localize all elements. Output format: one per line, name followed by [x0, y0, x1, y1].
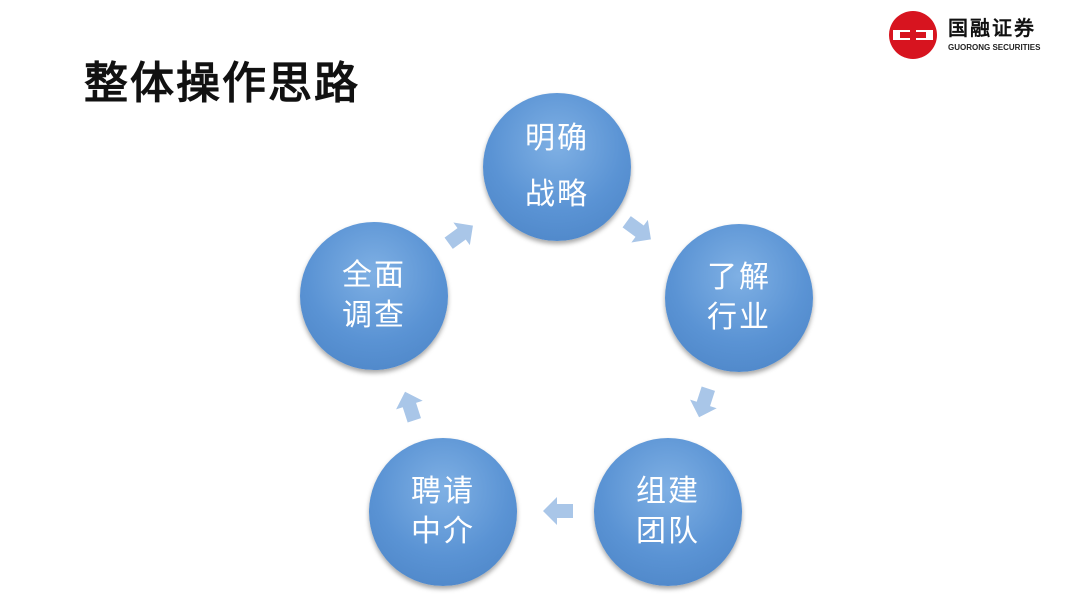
- cycle-node-strategy: 明确 战略: [483, 93, 631, 241]
- arrow-intermediary-to-investigation: [396, 391, 423, 423]
- node-line: 聘请: [411, 474, 475, 509]
- node-line: 明确: [525, 121, 589, 156]
- node-line: 了解: [707, 260, 771, 295]
- arrow-team-to-intermediary: [543, 497, 573, 525]
- arrow-strategy-to-industry: [622, 216, 651, 243]
- node-line: 全面: [342, 258, 406, 293]
- arrow-industry-to-team: [690, 386, 717, 418]
- cycle-node-team: 组建 团队: [594, 438, 742, 586]
- node-line: 战略: [525, 177, 589, 212]
- logo-name-cn: 国融证券: [948, 16, 1036, 40]
- arrow-investigation-to-strategy: [444, 222, 473, 249]
- node-line: 行业: [707, 300, 771, 335]
- company-logo: 国融证券 GUORONG SECURITIES: [888, 10, 1068, 60]
- node-line: 团队: [636, 514, 700, 549]
- logo-name-en: GUORONG SECURITIES: [948, 43, 1041, 52]
- cycle-node-intermediary: 聘请 中介: [369, 438, 517, 586]
- guorong-logo-icon: [889, 11, 937, 59]
- page-title: 整体操作思路: [84, 58, 360, 109]
- node-line: 中介: [411, 514, 475, 549]
- cycle-node-investigation: 全面 调查: [300, 222, 448, 370]
- node-line: 组建: [636, 474, 700, 509]
- cycle-node-industry: 了解 行业: [665, 224, 813, 372]
- node-line: 调查: [342, 298, 406, 333]
